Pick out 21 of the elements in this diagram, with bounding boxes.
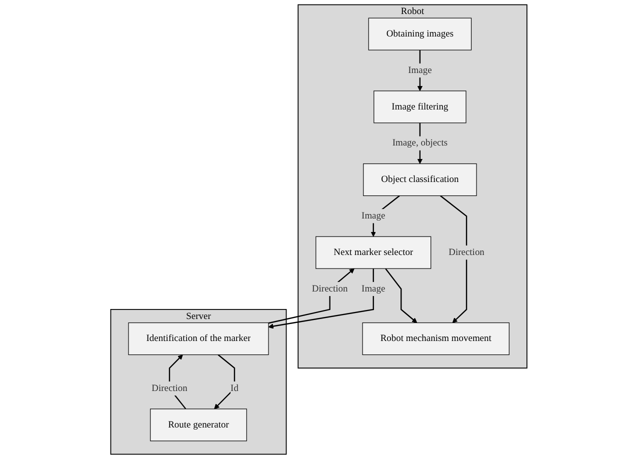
edge-label: Image, objects	[392, 138, 448, 148]
edge-label: Id	[230, 383, 239, 394]
arrow	[214, 354, 236, 410]
arrow	[370, 195, 400, 237]
edge-label: Image	[362, 284, 386, 294]
node-box: Next marker selector	[316, 236, 432, 269]
edge-label: Direction	[448, 247, 485, 258]
edge-label: Image	[362, 210, 386, 221]
edge-label: Direction	[152, 383, 188, 394]
node-box: Object classification	[363, 163, 477, 196]
arrow	[440, 195, 468, 323]
node-box: Obtaining images	[368, 18, 472, 50]
node-box: Robot mechanism movement	[362, 322, 510, 356]
arrow	[268, 268, 374, 329]
node-box: Image filtering	[374, 90, 466, 124]
node-box: Identification of the marker	[128, 322, 269, 356]
edge-label: Direction	[312, 284, 348, 294]
arrow	[268, 268, 355, 324]
arrow	[385, 268, 418, 323]
edge-label: Image	[408, 65, 432, 76]
node-box: Route generator	[150, 408, 248, 442]
